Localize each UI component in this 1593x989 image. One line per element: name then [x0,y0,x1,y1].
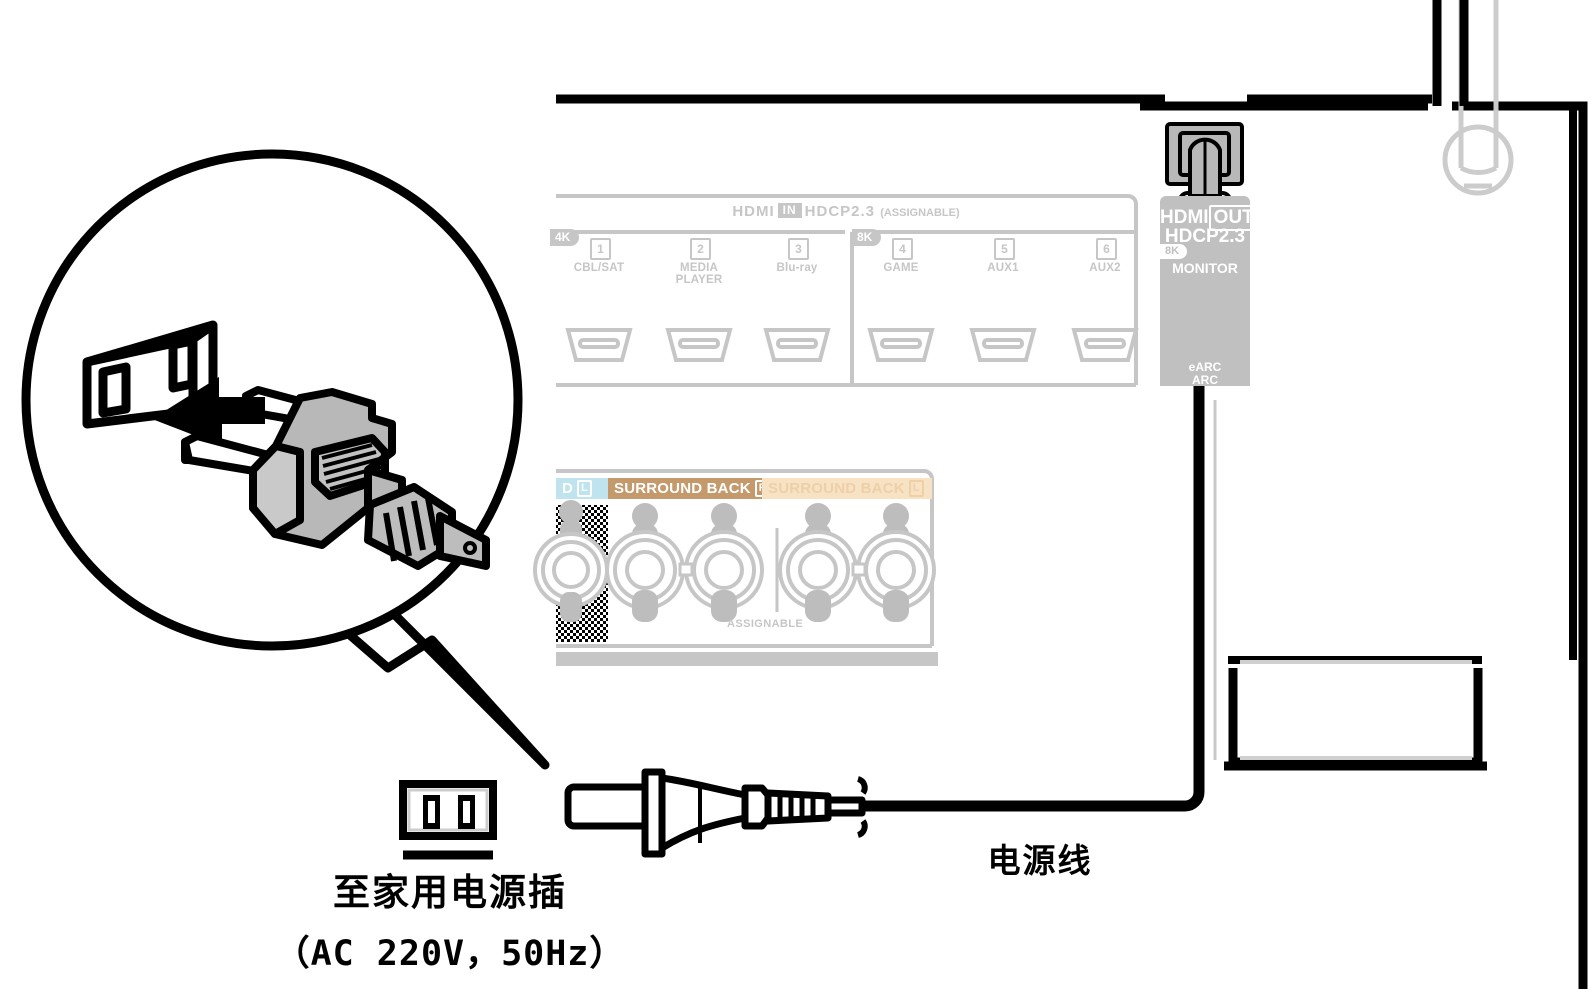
speaker-panel-outline [556,469,938,666]
badge-8k-in: 8K [852,229,882,246]
power-cord-plug [564,768,868,858]
band-surround-back-r: SURROUND BACKR [608,478,771,499]
hdmi-port-number-3: 3 [788,238,809,260]
band-surround-l-channel: L [577,480,592,497]
hdmi-port-number-6: 6 [1096,238,1117,260]
hdmi-port-label-4: GAME [883,262,919,274]
hdmi-out-hdmi-word: HDMI [1160,207,1209,228]
speaker-binding-posts [533,500,936,622]
caption-outlet-line2: （AC 220V，50Hz） [274,934,626,974]
power-cable [862,196,1205,812]
band-surround-back-r-name: SURROUND BACK [614,480,751,497]
hdmi-port-number-2: 2 [690,238,711,260]
band-surround-back-l-channel: L [908,480,924,497]
hdmi-out-arc: ARC [1192,373,1218,387]
hdmi-port-number-5: 5 [994,238,1015,260]
badge-4k: 4K [550,229,580,246]
hdmi-in-header-hdmi: HDMI [732,203,775,220]
hdmi-out-out-box: OUT [1208,205,1259,231]
insertion-arrow-icon [152,377,265,446]
hdmi-port-label-1: CBL/SAT [573,262,625,274]
hdmi-out-monitor: MONITOR [1172,260,1238,276]
hdmi-plug-connector [1165,122,1244,200]
ghost-hdmi-connector [1442,0,1514,196]
hdmi-port-label-5: AUX1 [987,262,1019,274]
hdmi-port-number-1: 1 [590,238,611,260]
speaker-assignable-label: ASSIGNABLE [727,618,804,630]
hdmi-cable [1432,0,1469,106]
hdmi-in-assignable: (ASSIGNABLE) [880,207,960,219]
hdmi-out-hdcp: HDCP2.3 [1164,226,1246,247]
hdmi-port-label-3: Blu-ray [776,262,818,274]
hdmi-in-badge: IN [777,203,802,218]
wall-outlet-icon [399,780,497,840]
hdmi-in-ports [565,328,1139,362]
hdmi-out-earc: eARC [1188,360,1222,374]
hdmi-port-label-6: AUX2 [1089,262,1121,274]
hdmi-out-block [1160,196,1250,386]
caption-power-cord: 电源线 [987,841,1093,880]
band-surround-l-name: D [562,480,574,497]
badge-8k-out: 8K [1160,244,1188,259]
hdmi-in-panel-outline [556,194,1138,387]
receiver-chassis [556,94,1432,104]
hdmi-in-hdcp: HDCP2.3 [804,203,876,220]
hdmi-port-label-2: MEDIA PLAYER [675,262,723,286]
magnified-ac-plug [181,386,490,570]
hdmi-port-number-4: 4 [892,238,913,260]
band-surround-back-l-name: SURROUND BACK [768,480,905,497]
caption-outlet-line1: 至家用电源插 [333,871,567,914]
